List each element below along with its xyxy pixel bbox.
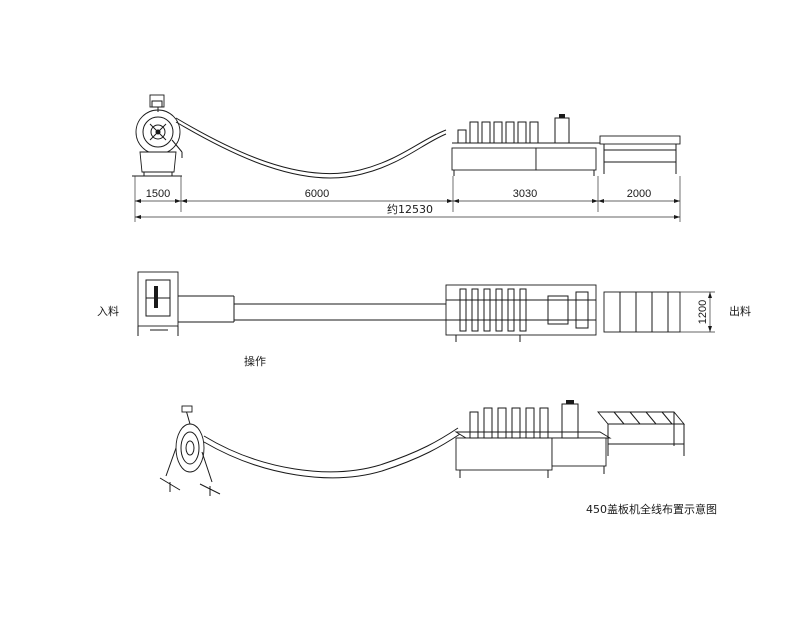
roll-former-plan	[445, 284, 597, 342]
outfeed-label: 出料	[729, 304, 751, 318]
strip-loop-top	[175, 117, 447, 174]
roll-former-top	[451, 114, 600, 176]
runout-table-plan	[603, 291, 681, 333]
infeed-label: 入料	[97, 304, 119, 318]
dim-label-1200: 1200	[697, 300, 709, 324]
dim-label-3030: 3030	[513, 188, 537, 200]
dim-label-total: 约12530	[387, 203, 433, 216]
decoiler-plan	[137, 271, 179, 336]
elevation-view: 1500 6000 3030 2000 约12530	[132, 94, 681, 222]
dimension-lines	[134, 176, 681, 222]
plan-view: 1200 入料 出料 操作	[97, 271, 751, 368]
strip-plan	[178, 295, 446, 323]
runout-table-iso	[597, 411, 685, 456]
dim-label-1500: 1500	[146, 188, 170, 200]
strip-loop-iso	[203, 427, 459, 473]
diagram-caption: 450盖板机全线布置示意图	[586, 502, 717, 516]
decoiler-top	[132, 94, 183, 177]
runout-table-top	[599, 135, 681, 174]
operation-label: 操作	[244, 354, 266, 368]
decoiler-iso	[159, 405, 221, 496]
roll-former-iso	[454, 400, 612, 478]
dim-label-2000: 2000	[627, 188, 651, 200]
width-dimension	[680, 291, 715, 333]
dim-label-6000: 6000	[305, 188, 329, 200]
isometric-view: 450盖板机全线布置示意图	[159, 400, 717, 516]
